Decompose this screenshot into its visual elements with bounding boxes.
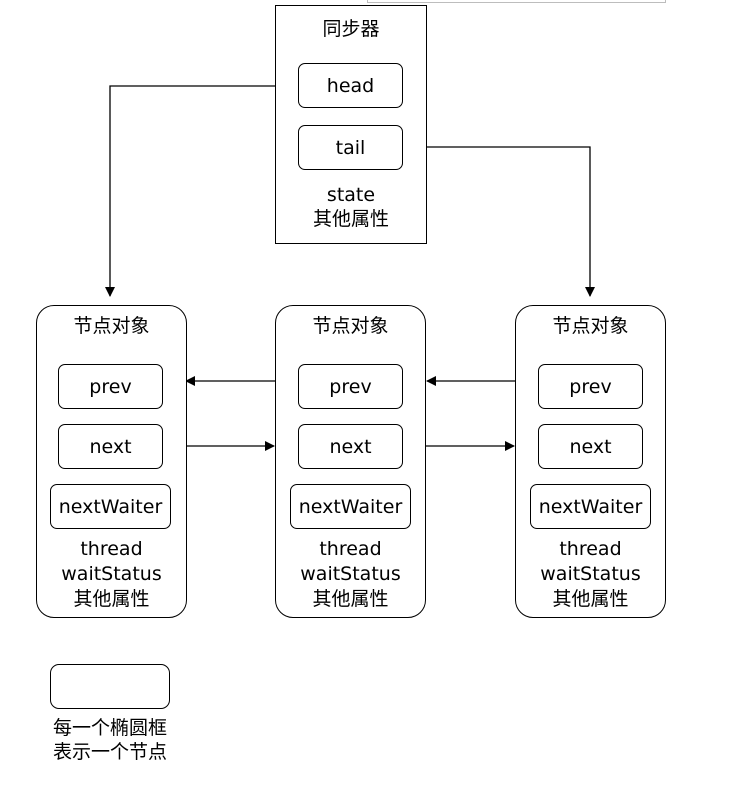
tail-field: tail	[298, 125, 403, 170]
prev-field-1: prev	[58, 364, 163, 409]
thread-label-1: thread	[80, 538, 143, 560]
next-field-3: next	[538, 424, 643, 469]
wait-status-label-2: waitStatus	[300, 563, 401, 585]
next-field-1: next	[58, 424, 163, 469]
synchronizer-title: 同步器	[322, 18, 380, 40]
wait-status-label-1: waitStatus	[61, 563, 162, 585]
next-waiter-field-3: nextWaiter	[530, 484, 651, 529]
node-other-label-3: 其他属性	[552, 588, 629, 610]
legend-line-1: 每一个椭圆框	[52, 717, 167, 739]
next-waiter-field-1: nextWaiter	[50, 484, 171, 529]
wait-status-label-3: waitStatus	[540, 563, 641, 585]
head-pointer-arrow	[105, 85, 298, 297]
prev-field-2: prev	[298, 364, 403, 409]
head-field: head	[298, 63, 403, 108]
node-other-label-2: 其他属性	[312, 588, 389, 610]
top-edge-strip	[367, 0, 666, 3]
next-waiter-field-2: nextWaiter	[290, 484, 411, 529]
tail-pointer-arrow	[403, 146, 595, 297]
state-label: state	[326, 184, 376, 206]
node-title-1: 节点对象	[73, 315, 150, 337]
next-field-2: next	[298, 424, 403, 469]
thread-label-3: thread	[559, 538, 622, 560]
synchronizer-other-label: 其他属性	[312, 208, 389, 230]
prev-field-3: prev	[538, 364, 643, 409]
thread-label-2: thread	[319, 538, 382, 560]
node-title-3: 节点对象	[552, 315, 629, 337]
synchronizer-box	[275, 5, 427, 244]
node-other-label-1: 其他属性	[73, 588, 150, 610]
node-title-2: 节点对象	[312, 315, 389, 337]
legend-line-2: 表示一个节点	[52, 741, 167, 763]
legend-box	[50, 664, 170, 709]
